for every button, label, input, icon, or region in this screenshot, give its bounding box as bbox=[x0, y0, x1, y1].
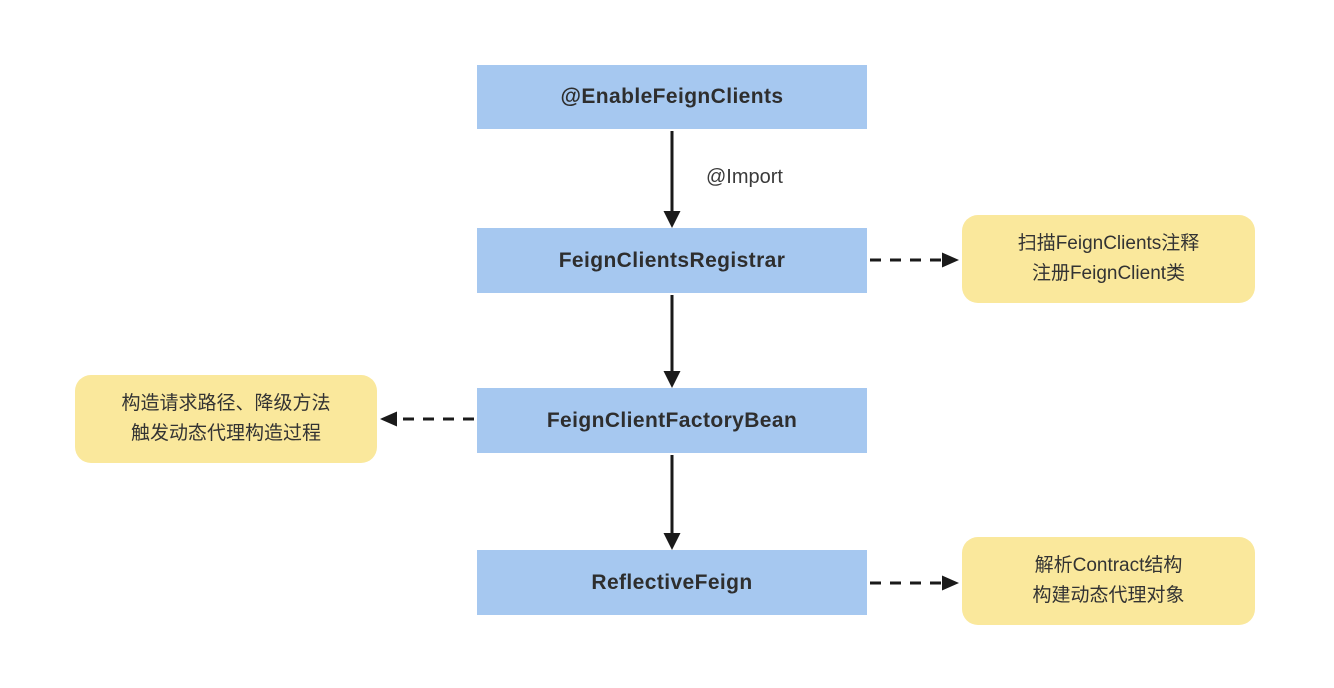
note-reflective-line1: 解析Contract结构 bbox=[1034, 555, 1183, 576]
import-edge-label: @Import bbox=[706, 166, 783, 188]
note-factory-line1: 构造请求路径、降级方法 bbox=[121, 393, 331, 414]
note-registrar-line2: 注册FeignClient类 bbox=[1031, 263, 1186, 284]
node-feign-clients-registrar: FeignClientsRegistrar bbox=[477, 228, 867, 293]
node-enable-feign-clients: @EnableFeignClients bbox=[477, 65, 867, 129]
node-reflective-feign: ReflectiveFeign bbox=[477, 550, 867, 615]
arrowhead-enable-to-registrar bbox=[663, 211, 681, 228]
note-factory-line2: 触发动态代理构造过程 bbox=[130, 423, 321, 444]
note-factory-bean: 构造请求路径、降级方法 触发动态代理构造过程 bbox=[75, 375, 377, 463]
arrowhead-factory-to-reflective bbox=[663, 533, 681, 550]
note-reflective-line2: 构建动态代理对象 bbox=[1032, 585, 1185, 606]
arrowhead-factory-note bbox=[380, 411, 397, 427]
note-registrar-line1: 扫描FeignClients注释 bbox=[1017, 233, 1200, 254]
note-reflective-feign: 解析Contract结构 构建动态代理对象 bbox=[962, 537, 1255, 625]
arrowhead-registrar-note bbox=[942, 252, 959, 268]
node-feign-client-factory-bean: FeignClientFactoryBean bbox=[477, 388, 867, 453]
arrowhead-reflective-note bbox=[942, 575, 959, 591]
arrowhead-registrar-to-factory bbox=[663, 371, 681, 388]
note-registrar: 扫描FeignClients注释 注册FeignClient类 bbox=[962, 215, 1255, 303]
